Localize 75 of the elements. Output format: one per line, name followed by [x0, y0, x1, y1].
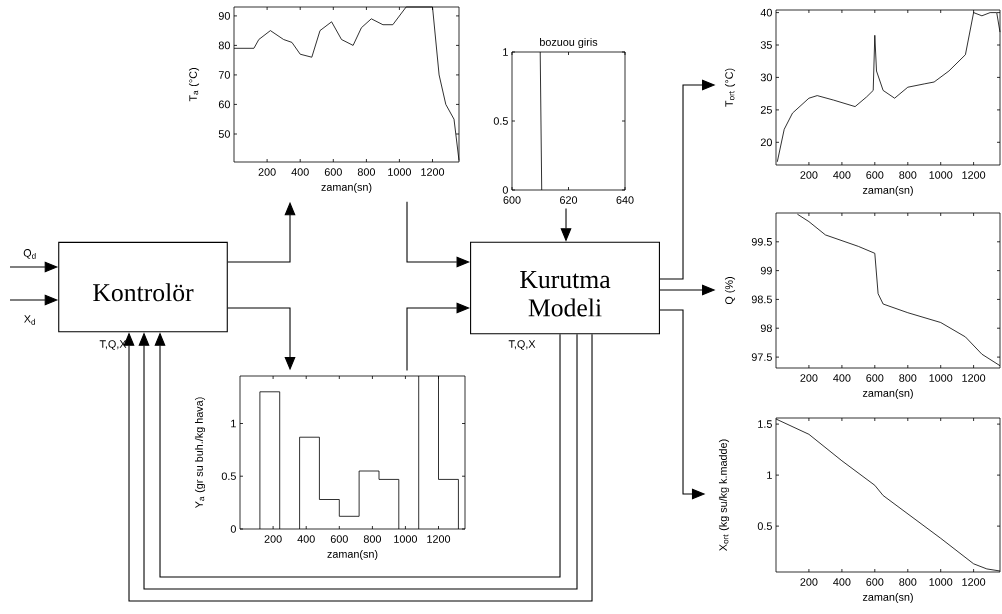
tick-label: 800 — [899, 374, 917, 382]
tick-label: 600 — [330, 535, 348, 543]
tick-label: 25 — [760, 106, 772, 114]
tick-label: 800 — [899, 578, 917, 586]
tick-label: 1200 — [962, 171, 986, 179]
arrow — [406, 302, 470, 371]
tick-label: 0.5 — [221, 472, 236, 481]
tick-label: 1.5 — [758, 420, 772, 428]
tick-label: 70 — [218, 71, 230, 79]
axis-label: X$_{ort}$ (kg su/kg k.madde) — [718, 439, 730, 551]
tick-label: 200 — [800, 374, 818, 382]
tick-label: 1000 — [929, 374, 953, 382]
tick-label: 99 — [760, 266, 772, 275]
tick-label: 97.5 — [751, 353, 772, 361]
tick-label: 200 — [258, 168, 276, 176]
tick-label: 0.5 — [757, 522, 772, 530]
tick-label: 800 — [899, 171, 917, 179]
axis-label: Y$_{a}$ (gr su buh./kg hava) — [194, 397, 206, 509]
tick-label: 200 — [800, 171, 818, 179]
tick-label: 1 — [231, 419, 236, 428]
block-box: Kurutma Modeli — [470, 241, 660, 335]
tick-label: 400 — [833, 578, 851, 586]
tick-label: 400 — [291, 168, 309, 176]
tick-label: 400 — [833, 374, 851, 382]
tick-label: 90 — [218, 12, 230, 20]
signal-label: T,Q,X — [99, 340, 127, 350]
block-box: Kontrolör — [58, 241, 228, 333]
tick-label: 50 — [218, 130, 230, 138]
tick-label: 35 — [760, 41, 772, 49]
tick-label: 200 — [800, 578, 818, 586]
tick-label: 98.5 — [751, 295, 772, 304]
tick-label: 60 — [218, 100, 230, 109]
axis-label: Q (%) — [724, 277, 736, 305]
tick-label: 1000 — [394, 535, 417, 543]
tick-label: 640 — [616, 196, 634, 204]
tick-label: 99.5 — [751, 238, 772, 246]
axis-label: zaman(sn) — [327, 549, 378, 561]
tick-label: 400 — [833, 171, 851, 179]
tick-label: 800 — [357, 168, 375, 176]
tick-label: 0 — [502, 186, 508, 194]
tick-label: 620 — [560, 196, 578, 204]
tick-label: 1000 — [388, 168, 411, 176]
tick-label: 30 — [760, 73, 772, 82]
tick-label: 80 — [218, 41, 230, 50]
plot-title: bozuou giris — [540, 37, 598, 49]
tick-label: 1200 — [962, 578, 986, 586]
tick-label: 600 — [503, 196, 521, 204]
tick-label: 800 — [363, 535, 381, 543]
axis-label: zaman(sn) — [862, 185, 913, 197]
tick-label: 1 — [767, 471, 772, 479]
arrow — [406, 201, 470, 268]
tick-label: 0 — [230, 525, 236, 533]
axis-label: zaman(sn) — [321, 182, 372, 194]
tick-label: 40 — [760, 8, 772, 17]
axis-label: T$_{ort}$ (°C) — [724, 68, 736, 107]
tick-label: 400 — [297, 535, 315, 543]
tick-label: 1200 — [962, 374, 986, 382]
tick-label: 1200 — [427, 535, 451, 543]
tick-label: 1200 — [421, 168, 445, 176]
tick-label: 20 — [760, 138, 772, 147]
edge-label: Q$_{d}$ — [23, 249, 36, 259]
tick-label: 0.5 — [493, 117, 508, 125]
tick-label: 98 — [760, 324, 772, 333]
axis-label: zaman(sn) — [862, 388, 913, 400]
tick-label: 200 — [264, 535, 282, 543]
tick-label: 600 — [866, 578, 884, 586]
tick-label: 600 — [324, 168, 342, 176]
tick-label: 1000 — [929, 578, 953, 586]
axis-label: T$_{a}$ (°C) — [188, 68, 200, 102]
tick-label: 1 — [503, 48, 508, 56]
tick-label: 1000 — [929, 171, 953, 179]
axis-label: zaman(sn) — [862, 592, 913, 604]
tick-label: 600 — [866, 171, 884, 179]
tick-label: 600 — [866, 374, 884, 382]
edge-label: X$_{d}$ — [24, 315, 35, 325]
